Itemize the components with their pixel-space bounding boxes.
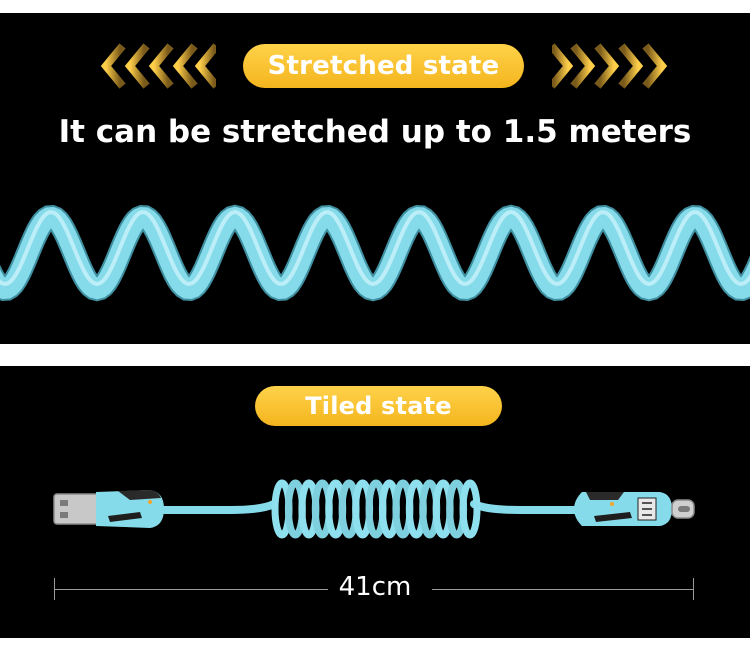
- dimension-line-left: [54, 589, 328, 590]
- double-chevron-right-icon: [552, 43, 668, 89]
- usb-c-connector-icon: [671, 499, 695, 519]
- stretched-coil-cable: [0, 204, 750, 302]
- cable-length-label: 41cm: [338, 572, 412, 602]
- stretch-length-caption: It can be stretched up to 1.5 meters: [58, 114, 692, 150]
- stretched-state-badge: Stretched state: [243, 44, 524, 88]
- double-chevron-left-icon: [100, 43, 216, 89]
- coiled-cable: [53, 479, 695, 539]
- tiled-state-badge: Tiled state: [255, 386, 502, 426]
- length-dimension-line: 41cm: [0, 566, 750, 606]
- dimension-cap-right: [693, 578, 694, 600]
- usb-a-connector-icon: [53, 493, 101, 525]
- tiled-state-panel: Tiled state: [0, 366, 750, 638]
- stretched-state-panel: Stretched state It can be stretched up t…: [0, 13, 750, 344]
- coil-loop: [459, 479, 481, 539]
- dimension-line-right: [432, 589, 694, 590]
